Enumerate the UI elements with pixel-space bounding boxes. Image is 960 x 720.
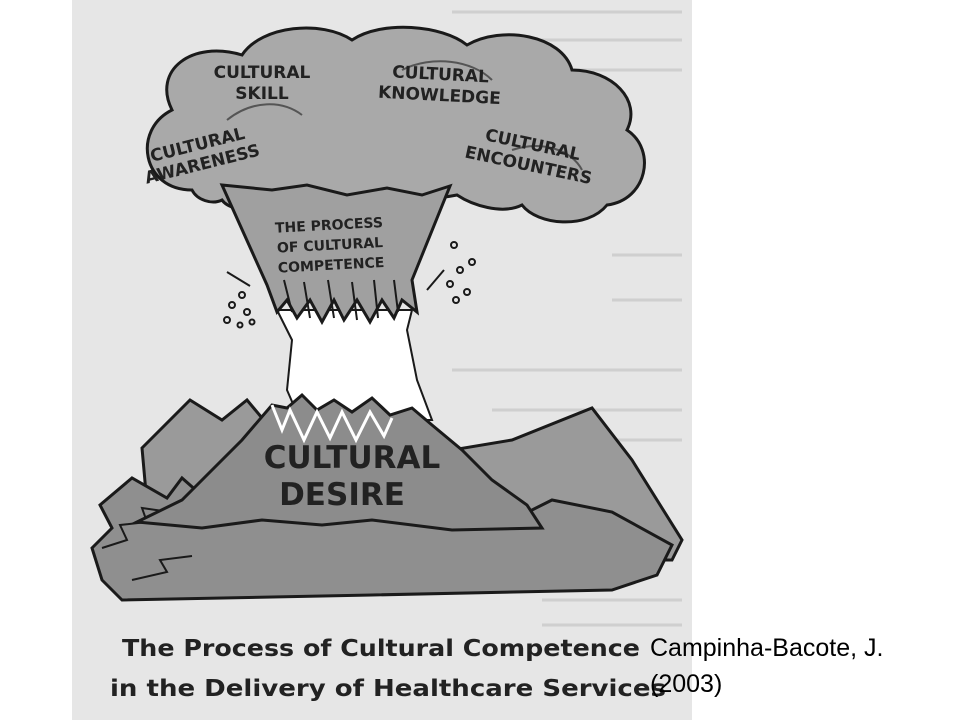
eruption-column [275, 309, 434, 421]
volcano-cone [131, 392, 545, 532]
caption-line1: The Process of Cultural Competence [122, 636, 640, 662]
cultural-desire-line1: CULTURAL [264, 440, 440, 476]
label-cultural-knowledge: CULTURAL KNOWLEDGE [378, 62, 502, 109]
volcano-diagram: CULTURAL SKILL CULTURAL KNOWLEDGE CULTUR… [90, 10, 684, 702]
citation-author: Campinha-Bacote, J. [650, 634, 884, 662]
label-cultural-skill: CULTURAL SKILL [214, 63, 311, 104]
spray-particles [223, 241, 476, 329]
figure-caption: The Process of Cultural Competence in th… [110, 636, 666, 702]
label-process-of-cultural-competence: THE PROCESS OF CULTURAL COMPETENCE [275, 215, 385, 277]
cultural-skill-line1: CULTURAL [214, 63, 311, 83]
scanned-figure: CULTURAL SKILL CULTURAL KNOWLEDGE CULTUR… [72, 0, 692, 720]
label-cultural-desire: CULTURAL DESIRE [264, 440, 440, 513]
volcano-snow-streaks [270, 404, 394, 444]
stem-funnel [219, 183, 453, 326]
caption-line2: in the Delivery of Healthcare Services [110, 676, 666, 702]
stem-label-line1: THE PROCESS [275, 215, 384, 237]
citation-year: (2003) [650, 670, 723, 698]
stem-label-line2: OF CULTURAL [277, 235, 384, 257]
stem-shreds [283, 279, 399, 321]
citation: Campinha-Bacote, J. (2003) [650, 630, 955, 702]
cloud-inner-lines [226, 60, 583, 171]
cultural-skill-line2: SKILL [235, 84, 289, 104]
stem-label-line3: COMPETENCE [277, 255, 384, 277]
cultural-desire-line2: DESIRE [279, 477, 405, 513]
base-mountain-texture [101, 506, 193, 581]
